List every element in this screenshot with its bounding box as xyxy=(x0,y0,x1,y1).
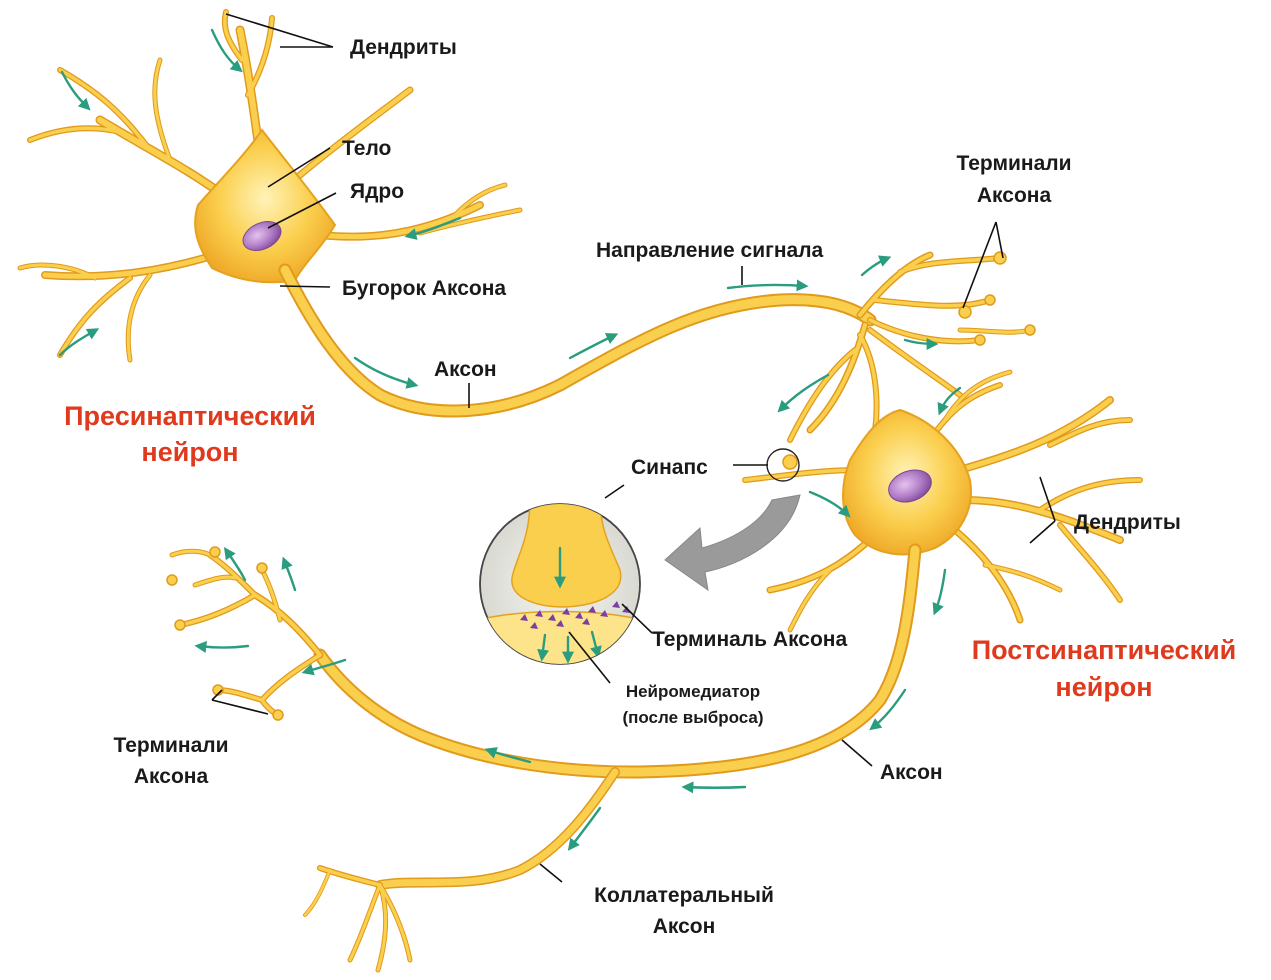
title-postsynaptic-2: нейрон xyxy=(1055,672,1152,702)
label-dendrites-right: Дендриты xyxy=(1074,511,1181,534)
label-neurotransmitter-2: (после выброса) xyxy=(622,708,763,727)
label-axon-terminals-bottom-2: Аксона xyxy=(134,765,209,788)
neuron-titles: Пресинаптический нейрон Постсинаптически… xyxy=(64,401,1236,702)
label-axon-terminals-top-2: Аксона xyxy=(977,184,1052,207)
synapse-zoom-inset xyxy=(470,500,650,680)
label-axon-hillock: Бугорок Аксона xyxy=(342,277,506,300)
title-presynaptic-1: Пресинаптический xyxy=(64,401,316,431)
label-collateral-2: Аксон xyxy=(653,915,716,938)
teal-arrow-icon xyxy=(728,285,805,288)
label-body: Тело xyxy=(342,137,391,160)
label-nucleus: Ядро xyxy=(350,180,404,203)
label-synapse: Синапс xyxy=(631,456,708,479)
label-axon-terminals-bottom-1: Терминали xyxy=(113,734,228,757)
label-collateral-1: Коллатеральный xyxy=(594,884,774,907)
label-signal-direction: Направление сигнала xyxy=(596,239,824,262)
label-axon-terminals-top-1: Терминали xyxy=(956,152,1071,175)
teal-arrow-icon xyxy=(685,787,745,788)
label-axon-top: Аксон xyxy=(434,358,497,381)
presynaptic-soma xyxy=(195,130,335,282)
label-axon-bottom: Аксон xyxy=(880,761,943,784)
label-dendrites-top: Дендриты xyxy=(350,36,457,59)
title-presynaptic-2: нейрон xyxy=(141,437,238,467)
label-neurotransmitter-1: Нейромедиатор xyxy=(626,682,760,701)
gray-curved-arrow-icon xyxy=(665,495,800,590)
teal-arrow-icon xyxy=(862,258,888,275)
label-axon-terminal: Терминаль Аксона xyxy=(652,628,847,651)
teal-arrow-icon xyxy=(198,646,248,648)
postsynaptic-terminals-left xyxy=(167,547,320,720)
teal-arrow-icon xyxy=(935,570,945,612)
teal-arrow-icon xyxy=(284,560,295,590)
title-postsynaptic-1: Постсинаптический xyxy=(972,635,1237,665)
